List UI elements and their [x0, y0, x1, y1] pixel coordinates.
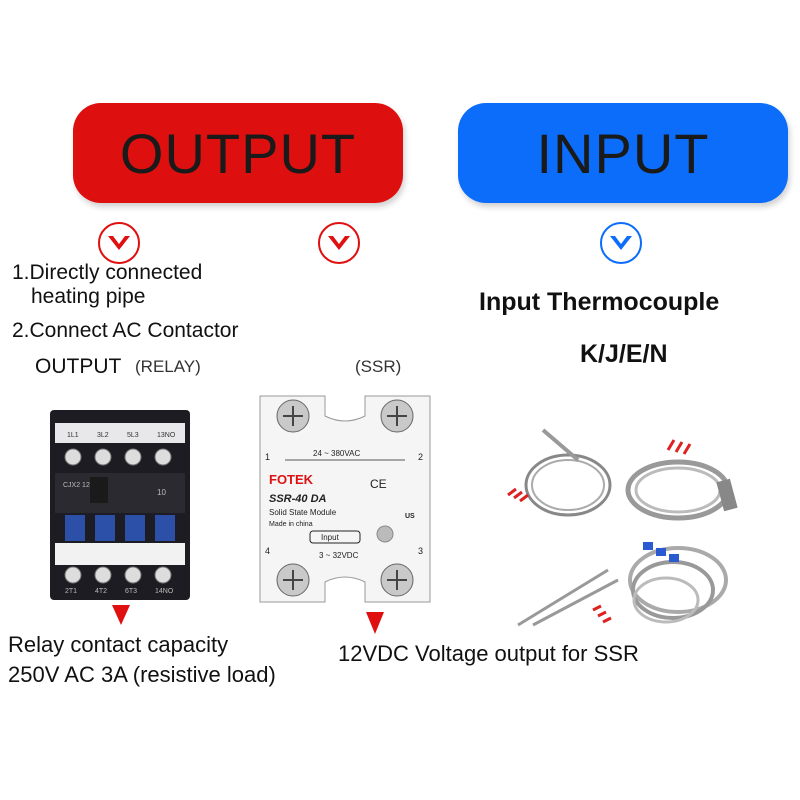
- chevron-down-circle-icon: [318, 222, 360, 264]
- terminal-label: 2T1: [65, 588, 77, 595]
- ssr-label: (SSR): [355, 357, 402, 376]
- relay-caption-line2: 250V AC 3A (resistive load): [8, 662, 276, 687]
- list-item-direct-heating-cont: heating pipe: [31, 285, 146, 308]
- terminal-label: 1L1: [67, 432, 79, 439]
- thermocouple-image: [507, 428, 738, 627]
- input-tag: Input: [321, 533, 340, 542]
- list-item-ac-contactor: 2.Connect AC Contactor: [12, 319, 239, 342]
- us-mark: US: [405, 513, 415, 520]
- relay-caption-line1: Relay contact capacity: [8, 632, 229, 657]
- terminal-label: 3L2: [97, 432, 109, 439]
- terminal-3-label: 3: [418, 546, 423, 556]
- terminal-4-label: 4: [265, 546, 270, 556]
- chevron-down-circle-icon: [98, 222, 140, 264]
- model-label: SSR-40 DA: [269, 493, 327, 505]
- output-label: OUTPUT: [35, 355, 122, 378]
- made-in-label: Made in china: [269, 521, 313, 528]
- chevron-down-circle-icon: [600, 222, 642, 264]
- dc-voltage-label: 3 ~ 32VDC: [319, 551, 359, 560]
- contactor-number: 10: [157, 488, 166, 497]
- list-item-direct-heating: 1.Directly connected: [12, 261, 203, 284]
- relay-label: (RELAY): [135, 357, 201, 376]
- terminal-label: 6T3: [125, 588, 137, 595]
- input-heading: Input Thermocouple: [479, 288, 720, 316]
- terminal-label: 4T2: [95, 588, 107, 595]
- terminal-label: 14NO: [155, 588, 174, 595]
- input-banner: INPUT: [458, 103, 788, 203]
- ssr-module-image: 1 2 24 ~ 380VAC FOTEK CE SSR-40 DA Solid…: [259, 395, 431, 603]
- terminal-label: 13NO: [157, 432, 176, 439]
- arrow-down-icon: [366, 612, 384, 634]
- subtitle-label: Solid State Module: [269, 508, 337, 517]
- brand-label: FOTEK: [269, 472, 314, 487]
- arrow-down-icon: [112, 605, 130, 625]
- input-types: K/J/E/N: [580, 340, 668, 368]
- terminal-1-label: 1: [265, 452, 270, 462]
- terminal-2-label: 2: [418, 452, 423, 462]
- ac-contactor-image: 1L1 3L2 5L3 13NO CJX2 1210 10 2T1 4T2 6T…: [50, 410, 190, 600]
- ce-mark: CE: [370, 477, 387, 491]
- output-banner: OUTPUT: [73, 103, 403, 203]
- terminal-label: 5L3: [127, 432, 139, 439]
- ssr-caption: 12VDC Voltage output for SSR: [338, 641, 639, 666]
- contactor-model: CJX2 1210: [63, 482, 98, 489]
- ac-voltage-label: 24 ~ 380VAC: [313, 449, 360, 458]
